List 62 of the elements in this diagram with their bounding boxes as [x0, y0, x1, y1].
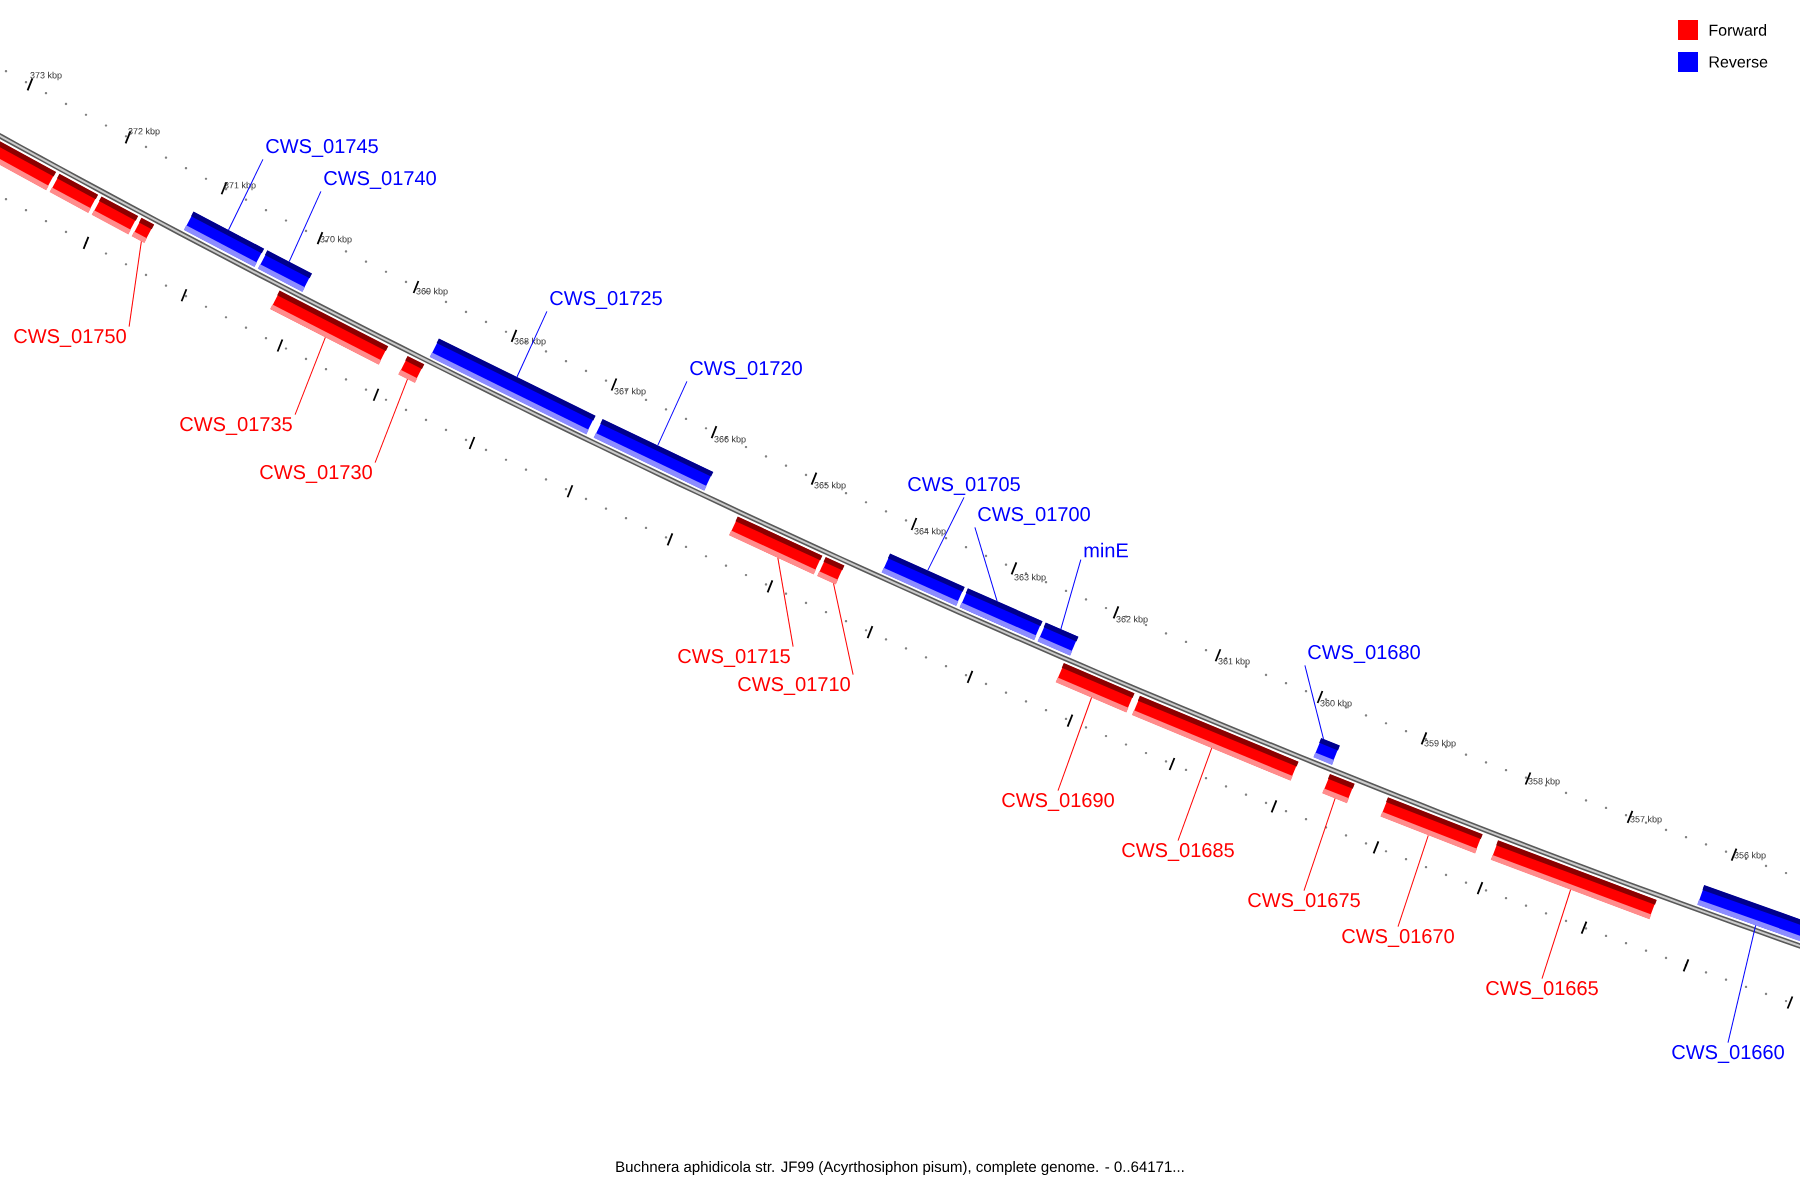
leader-line — [1541, 889, 1572, 980]
gene-bar — [1037, 622, 1079, 656]
gene-bar — [257, 250, 313, 292]
gene-bar — [429, 338, 596, 435]
leader-line — [1060, 559, 1082, 630]
gene-bar — [729, 516, 823, 575]
gene-label: CWS_01745 — [266, 139, 378, 157]
gene-bar — [1313, 738, 1340, 765]
gene-bar — [959, 588, 1043, 641]
gene-bar — [0, 139, 57, 191]
gene-bar — [1131, 695, 1299, 781]
gene-label: CWS_01705 — [908, 477, 1020, 495]
leader-line — [1057, 697, 1093, 792]
gene-bar — [1380, 797, 1483, 854]
gene-label: CWS_01660 — [1672, 1045, 1784, 1063]
legend-label: Reverse — [1709, 56, 1768, 68]
gene-label: CWS_01720 — [690, 361, 802, 379]
legend-label: Forward — [1709, 24, 1767, 36]
gene-bar — [91, 196, 139, 235]
gene-bar — [398, 355, 425, 383]
leader-line — [1304, 664, 1324, 740]
gene-label: minE — [1084, 542, 1128, 558]
gene-label: CWS_01680 — [1308, 645, 1420, 663]
leader-line — [1303, 797, 1336, 892]
leader-line — [974, 526, 998, 602]
leader-line — [516, 310, 548, 378]
gene-label: CWS_01665 — [1486, 981, 1598, 999]
gene-bar — [881, 553, 965, 606]
leader-line — [1177, 747, 1213, 842]
gene-label: CWS_01710 — [738, 677, 850, 695]
gene-bar — [593, 418, 714, 491]
leader-line — [1397, 834, 1429, 928]
leader-line — [777, 557, 794, 648]
gene-label: CWS_01700 — [978, 507, 1090, 525]
gene-bar — [1055, 663, 1135, 713]
leader-line — [833, 583, 854, 676]
leader-line — [288, 190, 322, 263]
gene-label: CWS_01685 — [1122, 843, 1234, 861]
gene-label: CWS_01750 — [14, 329, 126, 347]
gene-label: CWS_01725 — [550, 291, 662, 309]
gene-label: CWS_01730 — [260, 465, 372, 483]
gene-label: CWS_01670 — [1342, 929, 1454, 947]
gene-label: CWS_01715 — [678, 649, 790, 667]
gene-bar — [183, 211, 265, 268]
gene-label: CWS_01690 — [1002, 793, 1114, 811]
gene-label: CWS_01740 — [324, 171, 436, 189]
gene-bar — [1697, 885, 1800, 946]
gene-bar — [1490, 840, 1657, 920]
leader-line — [657, 380, 688, 446]
gene-bar — [49, 173, 99, 213]
gene-label: CWS_01735 — [180, 417, 292, 435]
gene-label: CWS_01675 — [1248, 893, 1360, 911]
leader-line — [927, 496, 965, 571]
leader-line — [128, 240, 142, 328]
gene-bar — [1322, 773, 1355, 804]
leader-line — [228, 158, 264, 231]
leader-line — [294, 336, 326, 416]
gene-bar — [817, 557, 845, 585]
leader-line — [374, 378, 408, 464]
gene-bar — [131, 217, 155, 243]
gene-bar — [270, 290, 389, 365]
leader-line — [1727, 924, 1757, 1044]
